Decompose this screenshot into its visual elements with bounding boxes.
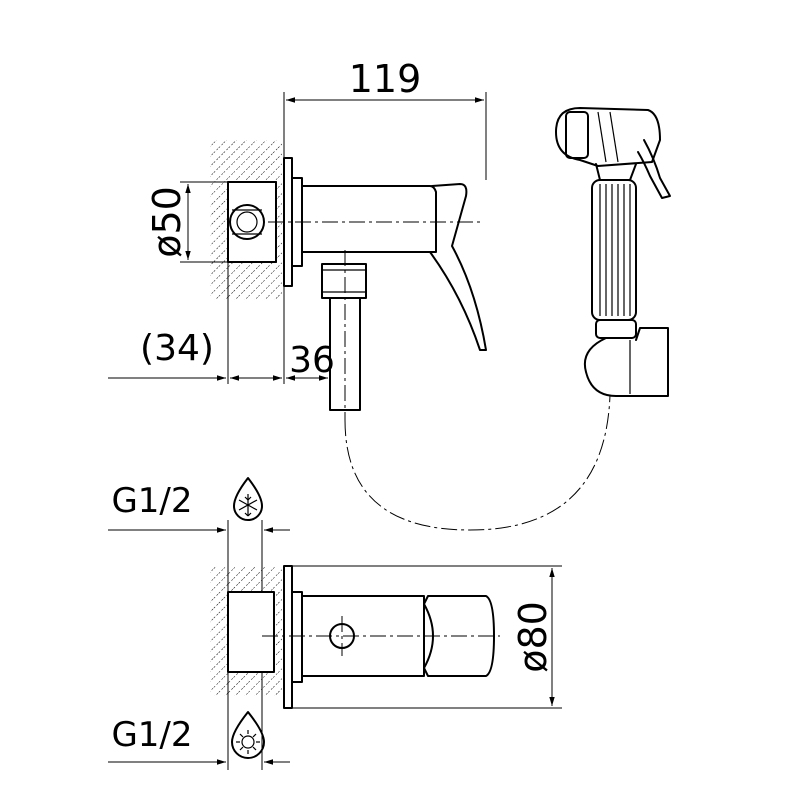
cold-water-snowflake-icon xyxy=(233,477,263,521)
spray-head-ring xyxy=(565,111,589,159)
mixer-body xyxy=(301,185,437,253)
spray-wall-holder xyxy=(584,327,669,397)
dim-overall-length: 119 xyxy=(349,57,422,101)
hot-water-sun-icon xyxy=(231,711,265,759)
dim-plate-depth: 36 xyxy=(289,340,335,381)
dim-valve-diameter: ø50 xyxy=(145,186,189,258)
inlet-port-circle xyxy=(229,204,265,240)
plan-view: G1/2 G1/2 xyxy=(108,477,562,770)
hose-arc xyxy=(344,394,611,531)
lever-handle-top xyxy=(429,183,487,351)
dimensions-top: 119 ø50 (34) 36 xyxy=(108,57,487,384)
dim-cover-diameter: ø80 xyxy=(511,601,555,673)
hand-spray xyxy=(555,107,671,397)
dim-wall-depth: (34) xyxy=(140,328,214,369)
cover-plate-bottom xyxy=(283,565,293,709)
spray-trigger-lever xyxy=(637,139,671,199)
side-view xyxy=(210,140,611,531)
mixer-body-plan xyxy=(301,595,425,677)
label-hot-inlet: G1/2 xyxy=(111,715,192,755)
hose-connector-nut xyxy=(321,263,367,299)
label-cold-inlet: G1/2 xyxy=(111,481,192,521)
